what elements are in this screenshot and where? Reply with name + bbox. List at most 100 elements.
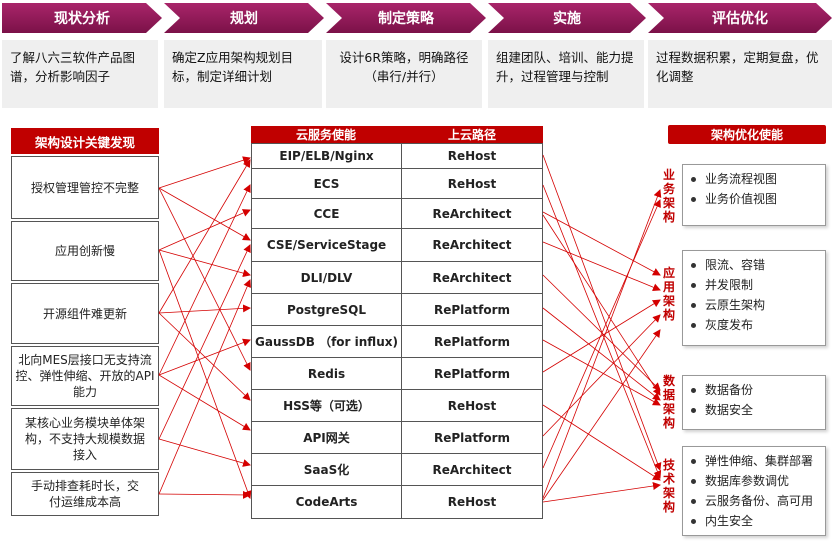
list-item: 业务流程视图: [691, 169, 825, 189]
arrow-service-to-optimization: [542, 482, 661, 503]
arrow-service-to-optimization: [542, 314, 661, 437]
migration-path-cell: ReHost: [401, 389, 543, 422]
service-name-cell: CSE/ServiceStage: [251, 228, 402, 262]
arrow-finding-to-service: [158, 249, 252, 499]
stage-chevron-strategy: 制定策略: [326, 3, 486, 33]
services-col1-header: 云服务使能: [251, 126, 401, 143]
label-business-architecture: 业务架构: [662, 168, 675, 224]
service-name-cell: PostgreSQL: [251, 293, 402, 326]
stage-chevron-implement: 实施: [488, 3, 646, 33]
arrow-service-to-optimization: [542, 339, 661, 406]
stage-chevron-analysis: 现状分析: [2, 3, 162, 33]
arrow-service-to-optimization: [542, 189, 662, 499]
bullet-icon: [691, 302, 696, 308]
findings-header: 架构设计关键发现: [11, 128, 159, 154]
list-item: 数据库参数调优: [691, 471, 825, 491]
arrow-finding-to-service: [158, 187, 251, 241]
list-item: 数据备份: [691, 380, 825, 400]
arrow-service-to-optimization: [542, 211, 661, 276]
bullet-icon: [691, 282, 696, 288]
label-data-architecture: 数据架构: [662, 374, 675, 430]
service-name-cell: Redis: [251, 357, 402, 390]
label-application-architecture: 应用架构: [662, 266, 675, 322]
label-technology-architecture: 技术架构: [662, 458, 675, 514]
list-item: 内生安全: [691, 511, 825, 531]
bullet-icon: [691, 262, 696, 268]
arrow-finding-to-service: [158, 249, 251, 278]
migration-path-cell: ReHost: [401, 485, 543, 519]
arrow-service-to-optimization: [542, 307, 661, 401]
arrow-service-to-optimization: [542, 274, 661, 391]
list-item: 并发限制: [691, 275, 825, 295]
list-item: 限流、容错: [691, 255, 825, 275]
service-name-cell: CodeArts: [251, 485, 402, 519]
arrow-service-to-optimization: [542, 241, 661, 292]
arrow-service-to-optimization: [542, 154, 662, 471]
finding-mes-api: 北向MES层接口无支持流控、弹性伸缩、开放的API能力: [11, 346, 159, 406]
arrow-finding-to-service: [158, 187, 251, 371]
arrow-finding-to-service: [158, 304, 251, 314]
stage-desc-plan: 确定Z应用架构规划目标，制定详细计划: [164, 40, 322, 108]
arrow-service-to-optimization: [542, 329, 661, 501]
service-name-cell: API网关: [251, 421, 402, 454]
stage-title: 现状分析: [54, 11, 110, 27]
migration-path-cell: ReArchitect: [401, 228, 543, 262]
arrow-finding-to-service: [158, 156, 251, 189]
migration-path-cell: ReArchitect: [401, 198, 543, 229]
group-technology: 弹性伸缩、集群部署 数据库参数调优 云服务备份、高可用 内生安全: [682, 446, 826, 536]
stage-title: 评估优化: [712, 11, 768, 27]
stage-desc-evaluate: 过程数据积累，定期复盘，优化调整: [648, 40, 832, 108]
bullet-icon: [691, 322, 696, 328]
finding-ops-cost: 手动排查耗时长，交付运维成本高: [11, 472, 159, 516]
group-data: 数据备份 数据安全: [682, 375, 826, 430]
service-name-cell: EIP/ELB/Nginx: [251, 143, 402, 169]
stage-title: 制定策略: [378, 11, 434, 27]
arrow-finding-to-service: [158, 184, 251, 376]
migration-path-cell: RePlatform: [401, 293, 543, 326]
list-item: 弹性伸缩、集群部署: [691, 451, 825, 471]
list-item: 数据安全: [691, 400, 825, 420]
bullet-icon: [691, 458, 696, 464]
finding-monolith: 某核心业务模块单体架构，不支持大规模数据接入: [11, 408, 159, 470]
group-application: 限流、容错 并发限制 云原生架构 灰度发布: [682, 250, 826, 346]
finding-auth: 授权管理管控不完整: [11, 156, 159, 219]
stage-desc-analysis: 了解八六三软件产品图谱，分析影响因子: [2, 40, 158, 108]
bullet-icon: [691, 518, 696, 524]
arrow-finding-to-service: [158, 244, 251, 440]
bullet-icon: [691, 407, 696, 413]
arrow-finding-to-service: [158, 279, 251, 495]
migration-path-cell: ReHost: [401, 143, 543, 169]
arrow-service-to-optimization: [542, 299, 661, 373]
finding-opensource: 开源组件难更新: [11, 283, 159, 344]
arrow-service-to-optimization: [542, 214, 661, 396]
arrow-finding-to-service: [158, 312, 251, 401]
arrow-finding-to-service: [158, 338, 251, 376]
arrow-service-to-optimization: [542, 199, 661, 469]
service-name-cell: HSS等（可选）: [251, 389, 402, 422]
bullet-icon: [691, 478, 696, 484]
services-col2-header: 上云路径: [401, 126, 543, 143]
migration-path-cell: ReArchitect: [401, 453, 543, 486]
stage-chevron-evaluate: 评估优化: [648, 3, 832, 33]
arrow-service-to-optimization: [542, 404, 661, 481]
arrow-finding-to-service: [158, 159, 251, 314]
bullet-icon: [691, 498, 696, 504]
list-item: 云原生架构: [691, 295, 825, 315]
stage-chevron-plan: 规划: [164, 3, 324, 33]
bullet-icon: [691, 196, 696, 202]
optimization-header: 架构优化使能: [668, 125, 826, 144]
arrow-service-to-optimization: [542, 184, 662, 479]
list-item: 云服务备份、高可用: [691, 491, 825, 511]
finding-innovation: 应用创新慢: [11, 221, 159, 281]
stage-title: 规划: [230, 11, 258, 27]
bullet-icon: [691, 387, 696, 393]
list-item: 灰度发布: [691, 315, 825, 335]
stage-title: 实施: [553, 11, 581, 27]
arrow-finding-to-service: [158, 490, 251, 499]
stage-desc-strategy: 设计6R策略，明确路径（串行/并行）: [326, 40, 482, 108]
list-item: 业务价值视图: [691, 189, 825, 209]
stage-desc-implement: 组建团队、培训、能力提升，过程管理与控制: [488, 40, 644, 108]
arrow-finding-to-service: [158, 438, 251, 467]
group-business: 业务流程视图 业务价值视图: [682, 164, 826, 226]
